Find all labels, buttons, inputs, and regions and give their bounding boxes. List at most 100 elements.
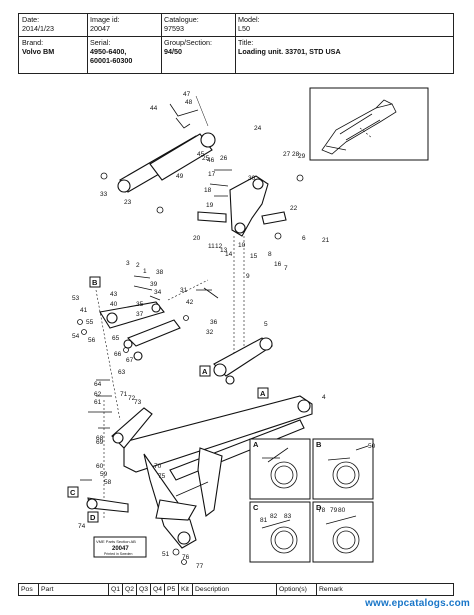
side-lever (86, 407, 153, 513)
catalogue-label: Catalogue: (164, 15, 199, 24)
callout-10: 10 (238, 242, 246, 249)
callout-67: 67 (126, 357, 134, 364)
detail-box-C (249, 501, 311, 563)
date-label: Date: (22, 15, 40, 24)
callout-24: 24 (254, 125, 262, 132)
svg-text:D: D (90, 513, 96, 522)
reference-marker-c: C (67, 486, 79, 498)
reference-marker-a-left: A (199, 365, 211, 377)
callout-59: 59 (100, 471, 108, 478)
callout-73: 73 (134, 399, 142, 406)
callout-30: 30 (248, 175, 256, 182)
callout-25: 25 (202, 155, 210, 162)
callout-41: 41 (80, 307, 88, 314)
callout-34: 34 (154, 289, 162, 296)
column-header-p5: P5 (165, 584, 179, 595)
column-header-q3: Q3 (137, 584, 151, 595)
svg-text:B: B (92, 278, 98, 287)
reference-marker-b: B (89, 276, 101, 288)
callout-54: 54 (72, 333, 80, 340)
catalogue-value: 97593 (164, 24, 184, 33)
date-field: Date: 2014/1/23 (19, 14, 87, 34)
callout-5: 5 (264, 321, 268, 328)
callout-81: 81 (260, 517, 268, 524)
callout-17: 17 (208, 171, 216, 178)
tilt-cylinder (117, 95, 216, 193)
callout-23: 23 (124, 199, 132, 206)
group-value: 94/50 (164, 47, 182, 56)
svg-text:A: A (202, 367, 208, 376)
callout-69: 69 (96, 439, 104, 446)
callout-77: 77 (196, 563, 204, 570)
reference-marker-d: D (87, 511, 99, 523)
column-header-remark: Remark (319, 586, 343, 593)
column-header-kit: Kit (179, 584, 193, 595)
svg-text:B: B (316, 440, 322, 449)
callout-51: 51 (162, 551, 170, 558)
brand-field: Brand: Volvo BM (19, 37, 87, 57)
callout-46: 46 (207, 157, 215, 164)
serial-value-2: 60001-60300 (90, 56, 133, 65)
callout-58: 58 (104, 479, 112, 486)
callout-80: 80 (338, 507, 346, 514)
callout-6: 6 (302, 235, 306, 242)
callout-72: 72 (128, 395, 136, 402)
callout-61: 61 (94, 399, 102, 406)
title-value: Loading unit. 33701, STD USA (238, 47, 341, 56)
callout-56: 56 (88, 337, 96, 344)
callout-29: 29 (298, 153, 306, 160)
stamp-line-3: Printed in Sweden (104, 552, 132, 556)
column-header-q1: Q1 (109, 584, 123, 595)
callout-70: 70 (154, 463, 162, 470)
callout-40: 40 (110, 301, 118, 308)
svg-text:D: D (316, 503, 322, 512)
callout-21: 21 (322, 237, 330, 244)
callout-55: 55 (86, 319, 94, 326)
callout-65: 65 (112, 335, 120, 342)
svg-text:C: C (253, 503, 259, 512)
callout-82: 82 (270, 513, 278, 520)
serial-value-1: 4950-6400, (90, 47, 127, 56)
image-id-label: Image id: (90, 15, 120, 24)
callout-14: 14 (225, 251, 233, 258)
callout-7: 7 (284, 265, 288, 272)
callout-43: 43 (110, 291, 118, 298)
callout-20: 20 (193, 235, 201, 242)
callout-62: 62 (94, 391, 102, 398)
model-field: Model: L50 (235, 14, 453, 34)
catalog-stamp: VME Parts Section AB 20047 Printed in Sw… (93, 536, 147, 558)
callout-19: 19 (206, 202, 214, 209)
detail-label-a: A (253, 440, 259, 449)
svg-text:A: A (260, 389, 266, 398)
column-header-q2: Q2 (123, 584, 137, 595)
callout-13: 13 (220, 247, 228, 254)
column-header-description: Description (193, 584, 277, 595)
callout-18: 18 (204, 187, 212, 194)
callout-31: 31 (180, 287, 188, 294)
title-label: Title: (238, 38, 254, 47)
callout-36: 36 (210, 319, 218, 326)
svg-text:A: A (253, 440, 259, 449)
detail-label-b: B (316, 440, 322, 449)
callout-53: 53 (72, 295, 80, 302)
column-header-q4: Q4 (151, 584, 165, 595)
callout-48: 48 (185, 99, 193, 106)
callout-47: 47 (183, 91, 191, 98)
exploded-parts-drawing: VME Parts Section AB 20047 Printed in Sw… (67, 87, 429, 570)
detail-box-D (312, 501, 374, 563)
column-header-option-s-: Option(s) (277, 584, 317, 595)
callout-78: 78 (318, 507, 326, 514)
title-field: Title: Loading unit. 33701, STD USA (235, 37, 453, 57)
callout-74: 74 (78, 523, 86, 530)
callout-39: 39 (150, 281, 158, 288)
group-label: Group/Section: (164, 38, 212, 47)
serial-label: Serial: (90, 38, 111, 47)
callout-64: 64 (94, 381, 102, 388)
detail-box-A (249, 438, 311, 500)
callout-66: 66 (114, 351, 122, 358)
callout-3: 3 (126, 260, 130, 267)
callout-45: 45 (197, 151, 205, 158)
callout-35: 35 (136, 301, 144, 308)
callout-9: 9 (246, 273, 250, 280)
